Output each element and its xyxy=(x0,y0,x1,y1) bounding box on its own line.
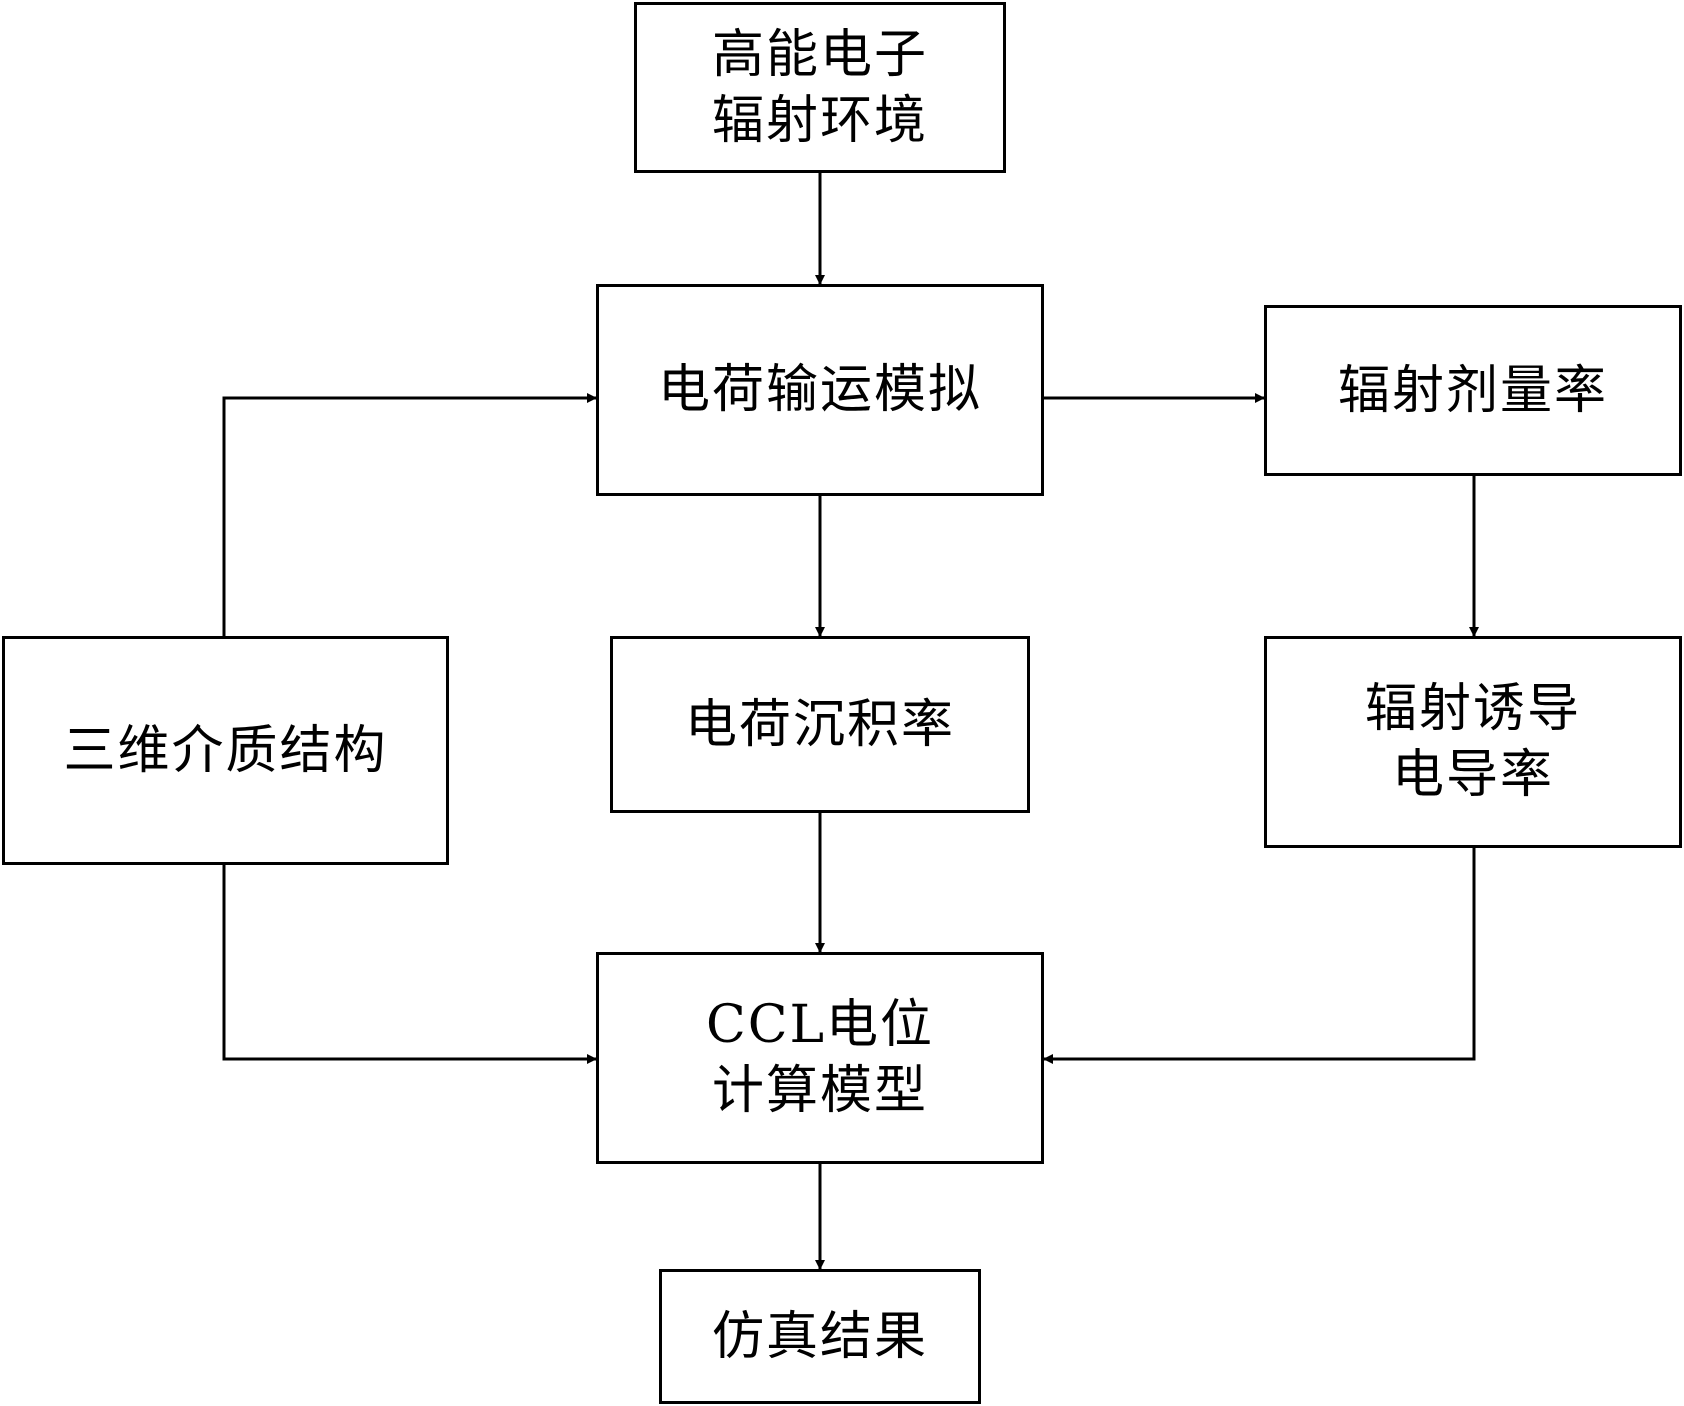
node-simulation-result: 仿真结果 xyxy=(659,1269,981,1404)
edge-structure-to-transport xyxy=(222,393,597,636)
node-radiation-dose-rate: 辐射剂量率 xyxy=(1264,305,1682,476)
node-high-energy-electron-environment: 高能电子 辐射环境 xyxy=(634,2,1006,173)
node-3d-dielectric-structure: 三维介质结构 xyxy=(2,636,449,865)
node-label-line: 计算模型 xyxy=(711,1061,928,1121)
node-radiation-induced-conductivity: 辐射诱导 电导率 xyxy=(1264,636,1682,848)
node-label-line: 辐射环境 xyxy=(711,90,928,151)
node-label-line: 辐射剂量率 xyxy=(1337,360,1608,421)
node-charge-deposition-rate: 电荷沉积率 xyxy=(610,636,1030,813)
node-label-line: 辐射诱导 xyxy=(1364,679,1581,739)
node-label-line: 电荷输运模拟 xyxy=(657,360,982,420)
node-charge-transport-simulation: 电荷输运模拟 xyxy=(596,284,1044,496)
node-label-line: 三维介质结构 xyxy=(63,720,388,781)
node-label-line: 电荷沉积率 xyxy=(684,694,955,755)
node-label-line: 电导率 xyxy=(1391,745,1554,805)
edge-ric-to-ccl xyxy=(1043,848,1476,1064)
node-label-line: CCL电位 xyxy=(705,995,935,1055)
node-label-line: 高能电子 xyxy=(711,24,928,85)
edge-structure-to-ccl xyxy=(222,865,597,1064)
node-label-line: 仿真结果 xyxy=(711,1306,928,1367)
node-ccl-potential-model: CCL电位 计算模型 xyxy=(596,952,1044,1164)
